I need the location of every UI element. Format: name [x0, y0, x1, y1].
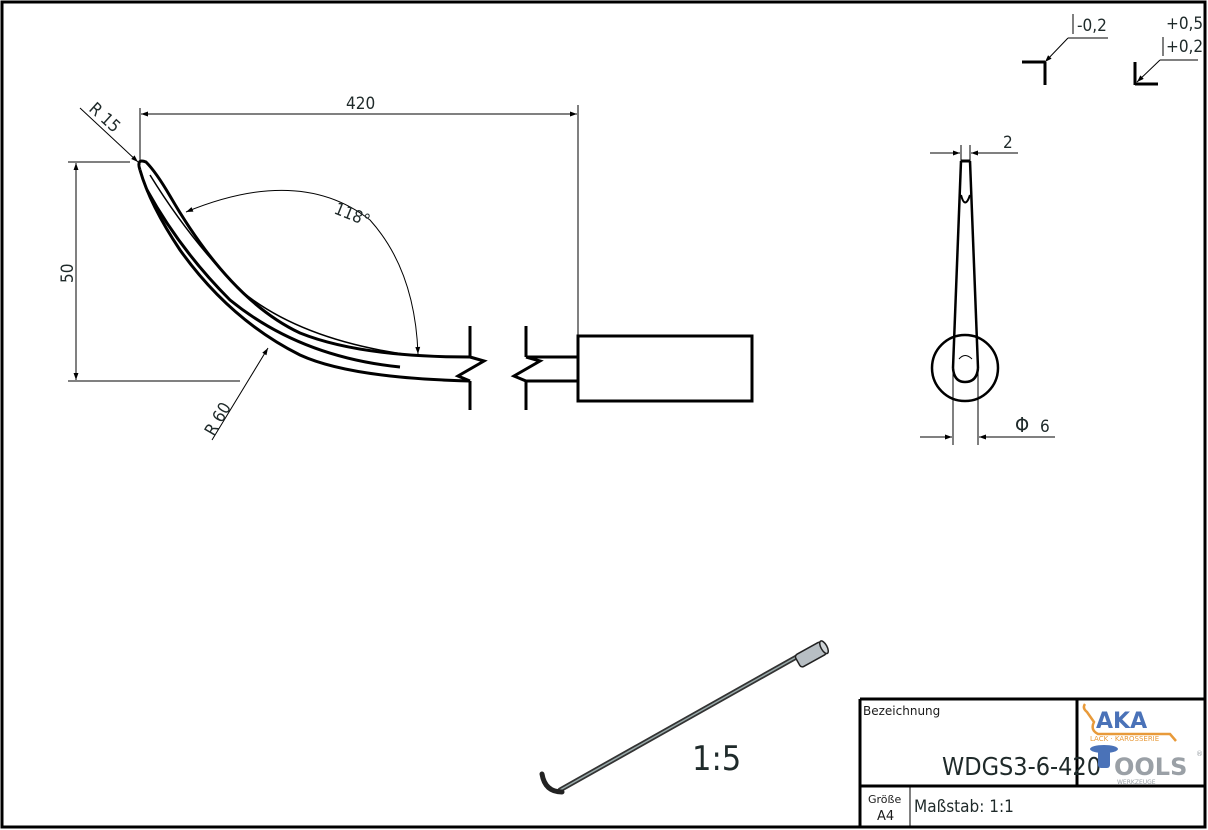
- bend-radius-dimension: R 60: [201, 399, 236, 439]
- logo-registered: ®: [1196, 750, 1203, 758]
- company-logo: AKA LACK · KAROSSERIE OOLS ® WERKZEUGE: [1082, 703, 1203, 786]
- part-number: WDGS3-6-420: [942, 752, 1101, 781]
- tolerance-value-1: -0,2: [1077, 16, 1107, 36]
- tolerance-upper: +0,5: [1166, 14, 1203, 34]
- tolerance-lower: +0,2: [1166, 37, 1203, 57]
- end-view: 2 Φ 6: [920, 133, 1055, 445]
- tip-radius-dimension: R 15: [85, 99, 124, 137]
- title-block: Bezeichnung WDGS3-6-420 Größe A4 Maßstab…: [858, 697, 1206, 828]
- logo-tagline: LACK · KAROSSERIE: [1090, 735, 1159, 743]
- size-value: A4: [877, 809, 894, 824]
- side-view: 420 R 15 50 R 60 118°: [58, 94, 754, 441]
- angle-dimension: 118°: [331, 199, 373, 231]
- tip-width-dimension: 2: [1003, 133, 1013, 153]
- logo-aka: AKA: [1096, 709, 1147, 734]
- diameter-dimension: 6: [1040, 417, 1050, 437]
- length-dimension: 420: [346, 94, 375, 114]
- isometric-view: 1:5: [539, 640, 830, 795]
- height-dimension: 50: [58, 264, 78, 283]
- diameter-symbol: Φ: [1015, 413, 1029, 437]
- tool-t-icon: [1090, 745, 1118, 768]
- handle-rect: [576, 334, 754, 403]
- size-label: Größe: [868, 793, 901, 806]
- iso-scale-label: 1:5: [692, 739, 741, 779]
- tolerance-symbol-1: -0,2: [1022, 14, 1108, 85]
- scale-label: Maßstab: 1:1: [914, 797, 1014, 817]
- logo-werkzeuge: WERKZEUGE: [1117, 779, 1156, 786]
- tolerance-symbol-2: +0,5 +0,2: [1133, 14, 1203, 86]
- logo-tools: OOLS: [1114, 753, 1187, 781]
- designation-label: Bezeichnung: [863, 704, 940, 718]
